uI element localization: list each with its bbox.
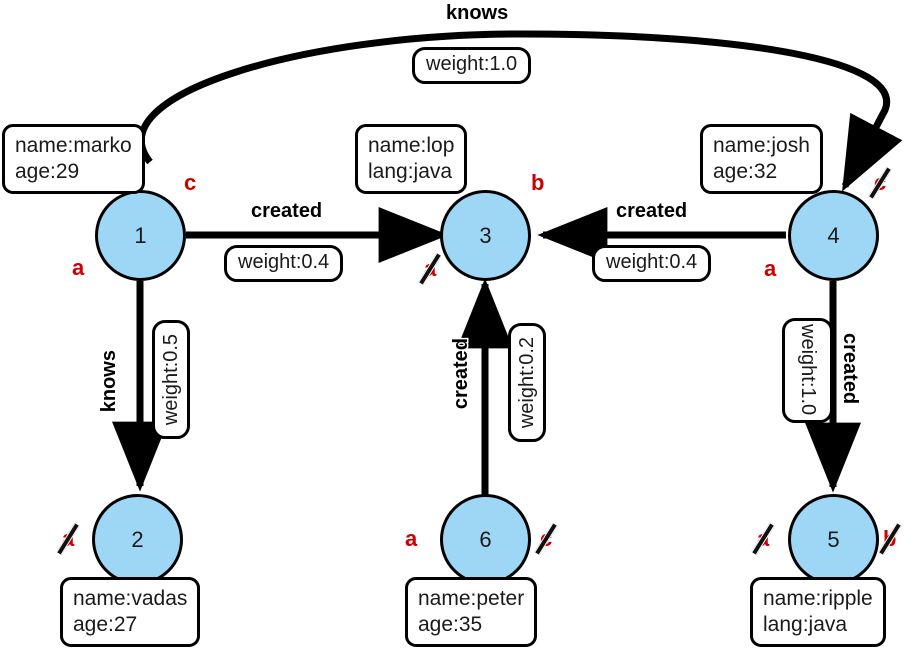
edge-weight-1-knows-2: weight:0.5 (152, 320, 190, 440)
node-6[interactable]: 6 (440, 494, 531, 585)
node-1-prop-0: name:marko (15, 134, 132, 157)
annotation-node-6-a: a (405, 526, 418, 551)
annotation-node-6-c: c (534, 522, 558, 556)
node-4-prop-1: age:32 (713, 159, 778, 183)
node-6-prop-1: age:35 (418, 612, 483, 636)
node-2-prop-1: age:27 (73, 612, 138, 636)
node-2[interactable]: 2 (92, 494, 183, 585)
node-4[interactable]: 4 (788, 190, 879, 281)
edge-weight-1-created-3: weight:0.4 (224, 245, 344, 282)
node-2-properties: name:vadas age:27 (60, 577, 201, 648)
node-6-label: 6 (479, 526, 492, 552)
node-1-prop-1: age:29 (15, 159, 80, 183)
annotation-node-1-a: a (72, 255, 85, 280)
node-1-label: 1 (134, 222, 147, 248)
node-2-prop-0: name:vadas (73, 587, 188, 610)
node-5-prop-1: lang:java (763, 612, 848, 636)
edge-label-4-created-5: created (838, 331, 863, 405)
annotation-node-3-a: a (418, 252, 442, 286)
node-1[interactable]: 1 (95, 190, 186, 281)
edge-weight-4-created-5: weight:1.0 (782, 318, 833, 424)
node-3-properties: name:lop lang:java (355, 124, 468, 195)
edge-label-1-created-3: created (249, 199, 323, 224)
node-3-prop-1: lang:java (368, 159, 453, 183)
node-6-properties: name:peter age:35 (405, 577, 538, 648)
annotation-node-1-c: c (184, 170, 197, 195)
edge-label-4-created-3: created (614, 199, 688, 224)
edge-label-6-created-3: created (449, 337, 474, 411)
node-5-properties: name:ripple lang:java (750, 577, 886, 648)
node-5-label: 5 (827, 526, 840, 552)
annotation-node-5-a: a (751, 522, 775, 556)
node-4-label: 4 (827, 222, 840, 248)
node-6-prop-0: name:peter (418, 587, 525, 610)
edge-1-knows-4 (138, 30, 903, 192)
annotation-node-4-c: c (868, 166, 892, 200)
edge-weight-1-knows-4: weight:1.0 (412, 47, 532, 84)
node-5-prop-0: name:ripple (763, 587, 873, 610)
node-1-properties: name:marko age:29 (2, 124, 145, 195)
annotation-node-2-a: a (56, 522, 80, 556)
node-3[interactable]: 3 (440, 190, 531, 281)
edge-weight-6-created-3: weight:0.2 (508, 323, 546, 443)
node-5[interactable]: 5 (788, 494, 879, 585)
node-3-label: 3 (479, 222, 492, 248)
edge-weight-4-created-3: weight:0.4 (592, 245, 712, 282)
annotation-node-5-b: b (878, 522, 902, 556)
edge-label-1-knows-4: knows (444, 1, 509, 26)
annotation-node-3-b: b (531, 170, 545, 195)
edge-label-1-knows-2: knows (97, 349, 122, 414)
node-4-properties: name:josh age:32 (700, 124, 823, 195)
node-3-prop-0: name:lop (368, 134, 455, 157)
annotation-node-4-a: a (764, 256, 777, 281)
node-4-prop-0: name:josh (713, 134, 810, 157)
node-2-label: 2 (131, 526, 144, 552)
